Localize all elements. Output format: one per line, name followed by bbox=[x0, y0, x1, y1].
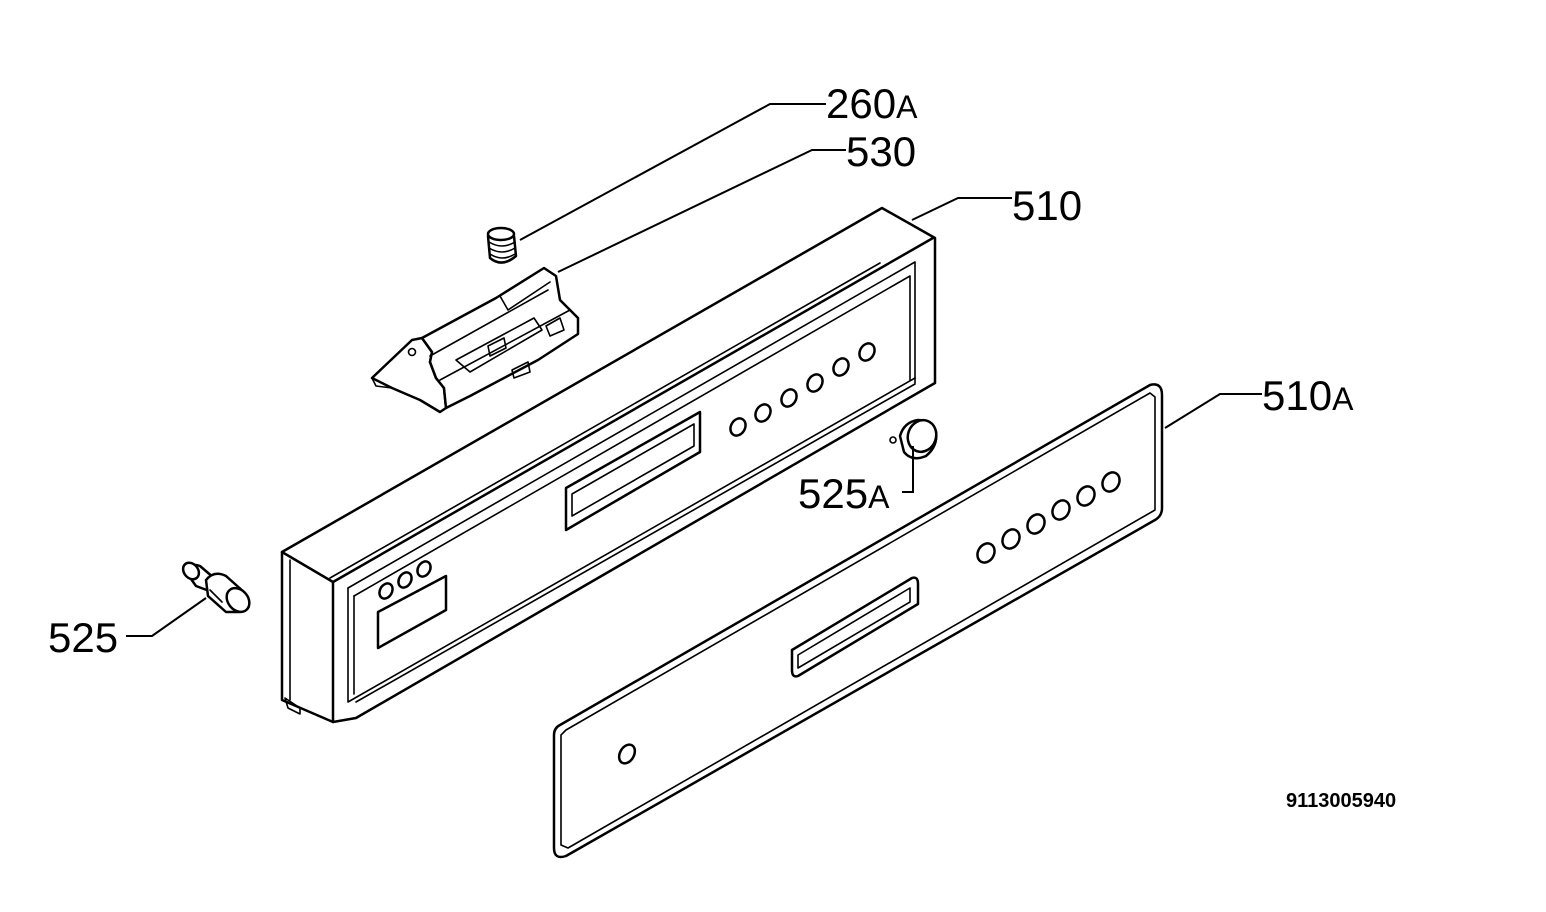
part-510-control-panel-housing bbox=[280, 206, 937, 724]
label-510a: 510A bbox=[1262, 372, 1354, 419]
label-260a: 260A bbox=[826, 80, 918, 127]
part-525a-knob bbox=[889, 418, 938, 460]
part-530-switch-bracket bbox=[370, 266, 580, 414]
label-530: 530 bbox=[846, 128, 916, 175]
label-525: 525 bbox=[48, 614, 118, 661]
label-525a: 525A bbox=[798, 470, 890, 517]
leader-lines bbox=[126, 103, 1262, 637]
part-260a-bushing bbox=[486, 226, 518, 264]
drawing-number: 9113005940 bbox=[1286, 790, 1396, 812]
label-510: 510 bbox=[1012, 182, 1082, 229]
part-525-push-button bbox=[181, 561, 251, 614]
part-510a-front-fascia-plate bbox=[552, 383, 1164, 859]
